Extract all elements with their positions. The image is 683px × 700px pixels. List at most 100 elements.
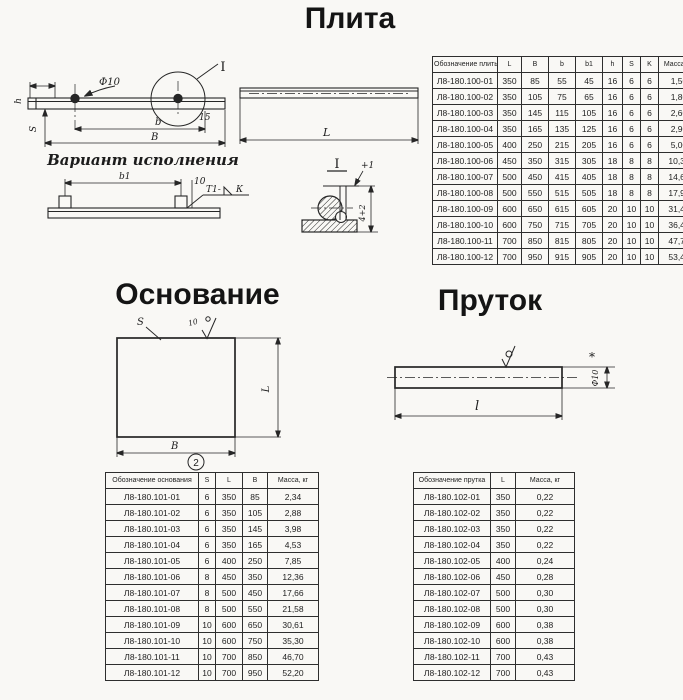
table-cell: 16 xyxy=(602,72,623,89)
table-cell: 6 xyxy=(198,536,216,553)
table-cell: 85 xyxy=(521,72,549,89)
table-cell: 350 xyxy=(215,536,243,553)
table-cell: 18 xyxy=(602,152,623,169)
weld-triangle-icon xyxy=(223,185,234,196)
dim-diameter xyxy=(562,367,615,388)
table-cell: Л8-180.100-08 xyxy=(432,184,498,201)
column-header: B xyxy=(521,56,549,73)
column-header: h xyxy=(602,56,623,73)
column-header: K xyxy=(640,56,659,73)
dim-B-label: В xyxy=(170,441,178,452)
dim-B-label: В xyxy=(150,132,158,143)
bolt-hole-right xyxy=(173,81,183,117)
detail-ref-label: I xyxy=(220,60,225,75)
table-cell: 10 xyxy=(640,200,659,217)
table-cell: 16 xyxy=(602,104,623,121)
dim-l-label: l xyxy=(475,399,479,414)
table-cell: 165 xyxy=(242,536,268,553)
table-cell: 6 xyxy=(622,120,641,137)
dim-s-label: S xyxy=(29,126,39,132)
position-balloon xyxy=(187,453,205,471)
table-cell: 305 xyxy=(575,152,603,169)
base-plan-drawing: L S 10 В 2 xyxy=(116,316,310,471)
asterisk-mark: * xyxy=(589,350,595,364)
table-cell: 350 xyxy=(521,152,549,169)
table-cell: 20 xyxy=(602,216,623,233)
table-cell: 350 xyxy=(497,72,522,89)
table-cell: 8 xyxy=(198,568,216,585)
detail-plus-label: +1 xyxy=(361,161,374,171)
table-cell: 600 xyxy=(215,616,243,633)
table-cell: 400 xyxy=(490,552,516,569)
table-cell: 1,80 xyxy=(658,88,683,105)
table-cell: Л8-180.102-10 xyxy=(413,632,491,649)
table-cell: 250 xyxy=(521,136,549,153)
table-cell: Л8-180.102-08 xyxy=(413,600,491,617)
table-cell: Л8-180.102-05 xyxy=(413,552,491,569)
column-header: L xyxy=(490,472,516,489)
column-header: b1 xyxy=(575,56,603,73)
table-cell: Л8-180.100-05 xyxy=(432,136,498,153)
table-cell: 36,40 xyxy=(658,216,683,233)
table-cell: 650 xyxy=(242,616,268,633)
table-cell: 750 xyxy=(521,216,549,233)
column-header: L xyxy=(497,56,522,73)
table-cell: Л8-180.101-03 xyxy=(105,520,199,537)
table-cell: 10 xyxy=(622,248,641,265)
table-cell: Л8-180.102-02 xyxy=(413,504,491,521)
table-cell: 700 xyxy=(490,664,516,681)
detail-base-section xyxy=(301,219,358,233)
column-header: Масса, кг xyxy=(515,472,575,489)
weld-designation: Т1- К xyxy=(186,185,249,209)
table-cell: 17,66 xyxy=(267,584,319,601)
table-cell: Л8-180.102-01 xyxy=(413,488,491,505)
table-cell: 4,53 xyxy=(267,536,319,553)
table-cell: 10 xyxy=(198,648,216,665)
base-section-title: Основание xyxy=(115,278,280,311)
table-cell: 52,20 xyxy=(267,664,319,681)
table-cell: 6 xyxy=(198,552,216,569)
table-cell: 10 xyxy=(622,216,641,233)
table-cell: 550 xyxy=(521,184,549,201)
table-cell: 8 xyxy=(198,600,216,617)
table-cell: 0,30 xyxy=(515,600,575,617)
table-cell: Л8-180.101-04 xyxy=(105,536,199,553)
table-header-row: Обозначение плитыLBbb1hSKМасса, кг xyxy=(432,56,683,73)
table-cell: 505 xyxy=(575,184,603,201)
table-cell: 950 xyxy=(242,664,268,681)
table-cell: 450 xyxy=(521,168,549,185)
table-cell: 6 xyxy=(640,72,659,89)
table-cell: 8 xyxy=(640,168,659,185)
table-cell: 21,58 xyxy=(267,600,319,617)
plate-dimensions-table: Обозначение плитыLBbb1hSKМасса, кг Л8-180… xyxy=(432,56,683,265)
table-cell: 550 xyxy=(242,600,268,617)
dim-B xyxy=(45,110,225,147)
table-cell: 0,30 xyxy=(515,584,575,601)
table-cell: 600 xyxy=(490,616,516,633)
table-cell: 815 xyxy=(548,232,576,249)
table-cell: 6 xyxy=(622,104,641,121)
table-cell: 600 xyxy=(215,632,243,649)
table-cell: Л8-180.100-02 xyxy=(432,88,498,105)
table-cell: 6 xyxy=(622,136,641,153)
table-cell: 0,28 xyxy=(515,568,575,585)
table-cell: 705 xyxy=(575,216,603,233)
table-cell: 165 xyxy=(521,120,549,137)
table-cell: 415 xyxy=(548,168,576,185)
table-cell: 55 xyxy=(548,72,576,89)
table-cell: 350 xyxy=(490,536,516,553)
dim-b-label: b xyxy=(155,117,161,128)
